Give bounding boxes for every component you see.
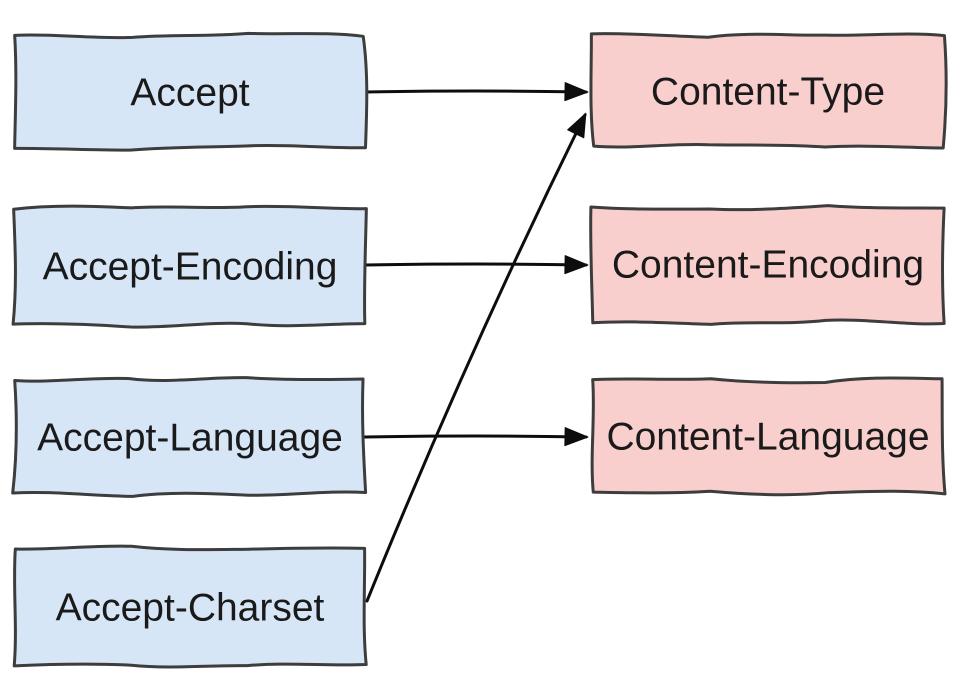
node-content-language-label: Content-Language <box>606 416 929 459</box>
arrow-accept-encoding-to-content-encoding <box>363 255 589 275</box>
edges <box>363 82 589 603</box>
node-accept-shape <box>13 31 369 152</box>
node-accept-language-shape <box>11 376 368 498</box>
node-content-type-label: Content-Type <box>651 71 885 114</box>
arrow-accept-language-to-content-language <box>363 427 589 447</box>
node-content-type: Content-Type <box>589 32 948 150</box>
node-content-encoding-shape <box>589 204 946 326</box>
arrow-accept-charset-to-content-type <box>365 112 587 603</box>
node-content-encoding: Content-Encoding <box>589 204 946 326</box>
node-accept-charset: Accept-Charset <box>12 544 368 669</box>
node-accept-encoding: Accept-Encoding <box>11 204 368 329</box>
node-content-language-shape <box>590 376 947 497</box>
arrow-accept-to-content-type <box>363 82 589 102</box>
node-accept-charset-shape <box>12 544 368 669</box>
node-accept-encoding-label: Accept-Encoding <box>43 246 338 289</box>
node-content-type-shape <box>589 32 948 150</box>
node-accept-language: Accept-Language <box>11 376 368 498</box>
node-accept-encoding-shape <box>11 204 368 329</box>
node-content-encoding-label: Content-Encoding <box>612 244 924 287</box>
node-content-language: Content-Language <box>590 376 947 497</box>
node-accept-label: Accept <box>130 72 249 115</box>
node-accept-charset-label: Accept-Charset <box>56 587 325 630</box>
node-accept-language-label: Accept-Language <box>37 417 343 460</box>
node-accept: Accept <box>13 31 369 152</box>
